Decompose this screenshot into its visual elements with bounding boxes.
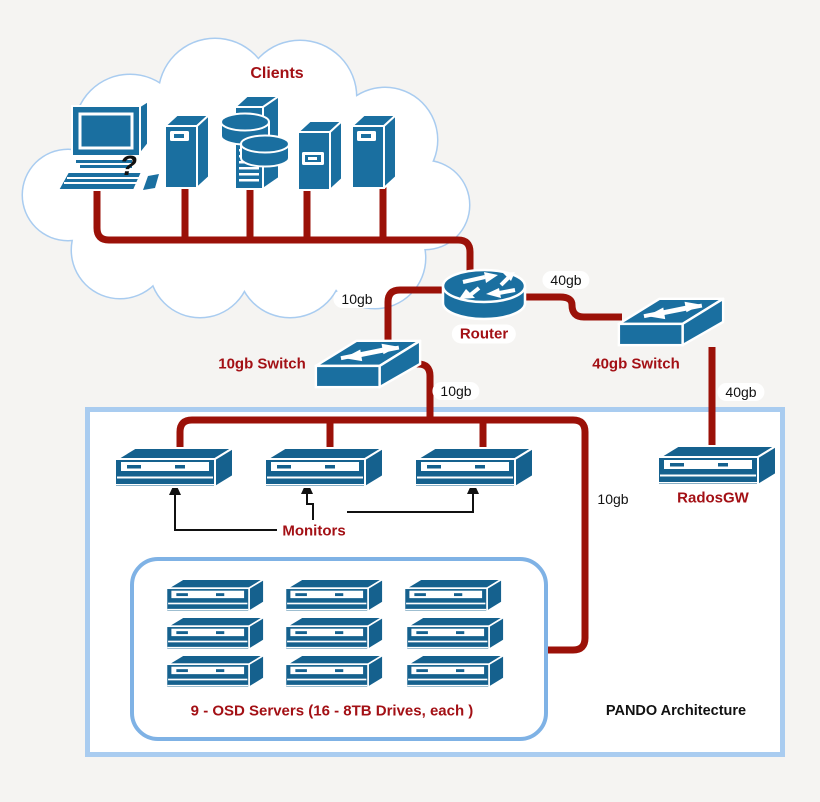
osd-server-icon: [284, 616, 384, 651]
link-label-40gb-router: 40gb: [542, 271, 590, 289]
clients-label: Clients: [250, 65, 304, 82]
monitor-server-2-icon: [264, 447, 384, 488]
link-label-10gb-switch: 10gb: [432, 382, 480, 400]
monitor-server-1-icon: [114, 447, 234, 488]
monitor-server-3-icon: [414, 447, 534, 488]
osd-server-icon: [165, 616, 265, 651]
radosgw-label: RadosGW: [677, 489, 749, 507]
osd-server-icon: [284, 578, 384, 613]
client-tower3-icon: [351, 114, 397, 189]
osd-servers-label: 9 - OSD Servers (16 - 8TB Drives, each ): [190, 702, 474, 720]
link-label-40gb-radosgw: 40gb: [717, 383, 765, 401]
switch-10gb-icon: [313, 338, 423, 390]
router-icon: [441, 268, 527, 321]
switch-10gb-label: 10gb Switch: [218, 355, 306, 373]
link-label-10gb-router: 10gb: [333, 290, 381, 308]
osd-server-icon: [403, 578, 503, 613]
osd-server-icon: [405, 654, 505, 689]
client-tower2-icon: [297, 120, 343, 191]
monitor-pointer-arrows: [174, 490, 474, 531]
switch-40gb-icon: [616, 296, 726, 348]
client-tower-icon: [164, 114, 210, 189]
monitors-label: Monitors: [282, 522, 346, 540]
osd-server-icon: [405, 616, 505, 651]
client-database-server-icon: [220, 95, 290, 190]
link-label-10gb-osd: 10gb: [589, 490, 637, 508]
osd-server-icon: [284, 654, 384, 689]
network-links: [93, 182, 716, 654]
osd-server-icon: [165, 654, 265, 689]
router-label: Router: [451, 324, 517, 344]
diagram-title: PANDO Architecture: [605, 703, 747, 719]
client-desktop-icon: [58, 100, 161, 192]
osd-server-icon: [165, 578, 265, 613]
switch-40gb-label: 40gb Switch: [592, 355, 680, 373]
radosgw-server-icon: [657, 445, 777, 486]
